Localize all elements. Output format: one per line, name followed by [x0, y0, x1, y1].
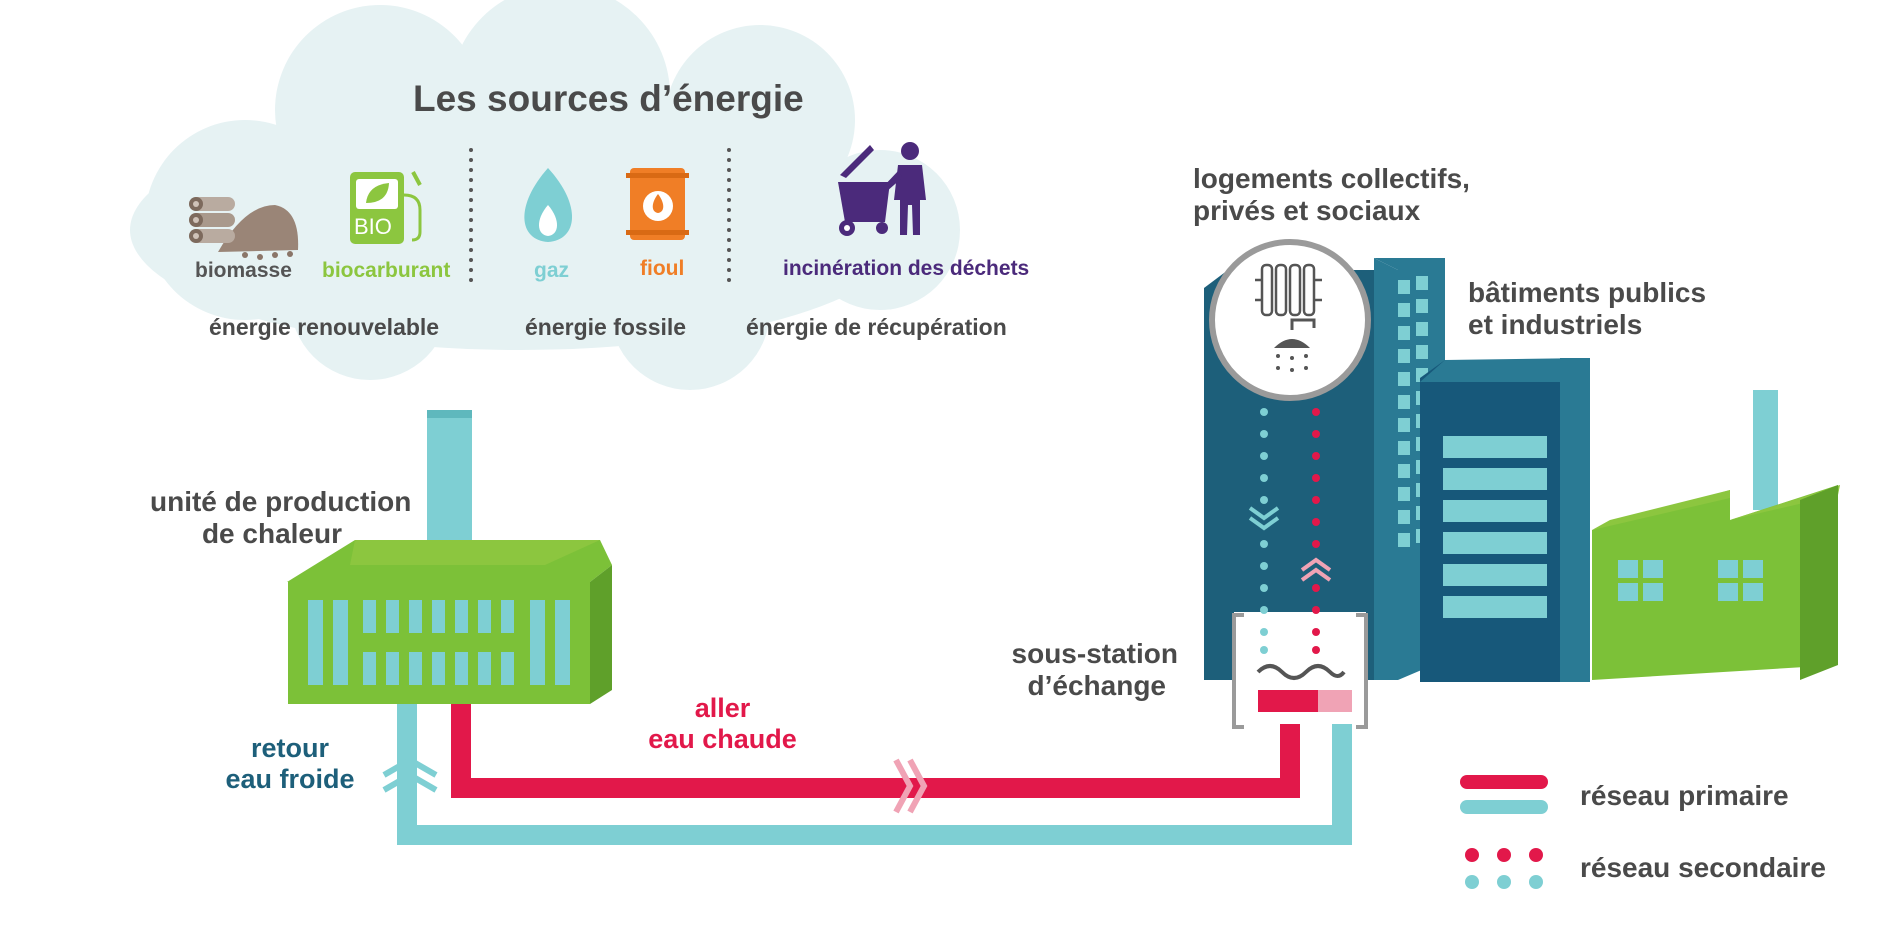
production-label-line1: unité de production [150, 486, 412, 517]
cold-return-label: retour eau froide [220, 733, 360, 795]
public-label-line2: et industriels [1468, 309, 1643, 341]
source-label-biocarburant: biocarburant [322, 259, 451, 282]
source-label-fioul: fioul [640, 257, 685, 280]
biofuel-pump-icon [350, 171, 422, 244]
biomass-icon [189, 197, 299, 260]
production-unit-label: unité de production de chaleur [150, 486, 412, 550]
source-label-biomasse: biomasse [195, 259, 292, 282]
cold-return-line2: eau froide [225, 764, 355, 795]
hot-supply-line2: eau chaude [648, 724, 797, 755]
category-recovery: énergie de récupération [746, 314, 1007, 340]
cold-flow-arrows [382, 756, 438, 793]
secondary-network-hot [1312, 408, 1320, 654]
public-label-line1: bâtiments publics [1468, 277, 1707, 308]
oil-barrel-icon [626, 168, 689, 240]
hot-supply-line1: aller [694, 693, 751, 723]
substation-label-line2: d’échange [1027, 670, 1166, 702]
production-label-line2: de chaleur [201, 518, 342, 550]
legend-secondary-label: réseau secondaire [1580, 852, 1826, 883]
radiator-icon [1255, 263, 1322, 317]
secondary-cold-arrows [1248, 506, 1280, 531]
residential-label-line2: privés et sociaux [1193, 195, 1421, 227]
category-fossil: énergie fossile [525, 314, 687, 340]
residential-label-line1: logements collectifs, [1193, 163, 1470, 194]
category-renewable: énergie renouvelable [209, 314, 440, 340]
residential-label: logements collectifs, privés et sociaux [1193, 163, 1470, 227]
biofuel-icon-text: BIO [354, 214, 392, 239]
cold-return-line1: retour [250, 733, 329, 763]
gas-flame-icon [524, 168, 573, 242]
hot-supply-label: aller eau chaude [645, 693, 800, 755]
hot-flow-arrows [893, 758, 928, 814]
substation-label-line1: sous-station [1011, 638, 1178, 669]
legend-primary-label: réseau primaire [1580, 780, 1789, 811]
pipe-network [397, 688, 1352, 845]
secondary-hot-arrows [1300, 557, 1332, 582]
waste-incineration-icon [838, 142, 926, 236]
source-label-incineration: incinération des déchets [783, 257, 1030, 280]
legend-secondary-swatch [1465, 848, 1543, 889]
heating-usage-circle [1209, 239, 1371, 401]
substation-label: sous-station d’échange [1000, 638, 1178, 702]
industrial-factory [1592, 390, 1840, 680]
legend-primary-swatch [1460, 775, 1548, 814]
secondary-network-cold [1260, 408, 1268, 654]
public-building [1420, 358, 1590, 682]
cloud-separators [469, 148, 731, 282]
shower-icon [1274, 318, 1316, 372]
public-buildings-label: bâtiments publics et industriels [1468, 277, 1706, 341]
source-label-gaz: gaz [534, 259, 570, 282]
exchange-substation [1232, 612, 1368, 729]
cloud-title: Les sources d’énergie [413, 78, 804, 119]
heat-production-unit [287, 410, 612, 704]
